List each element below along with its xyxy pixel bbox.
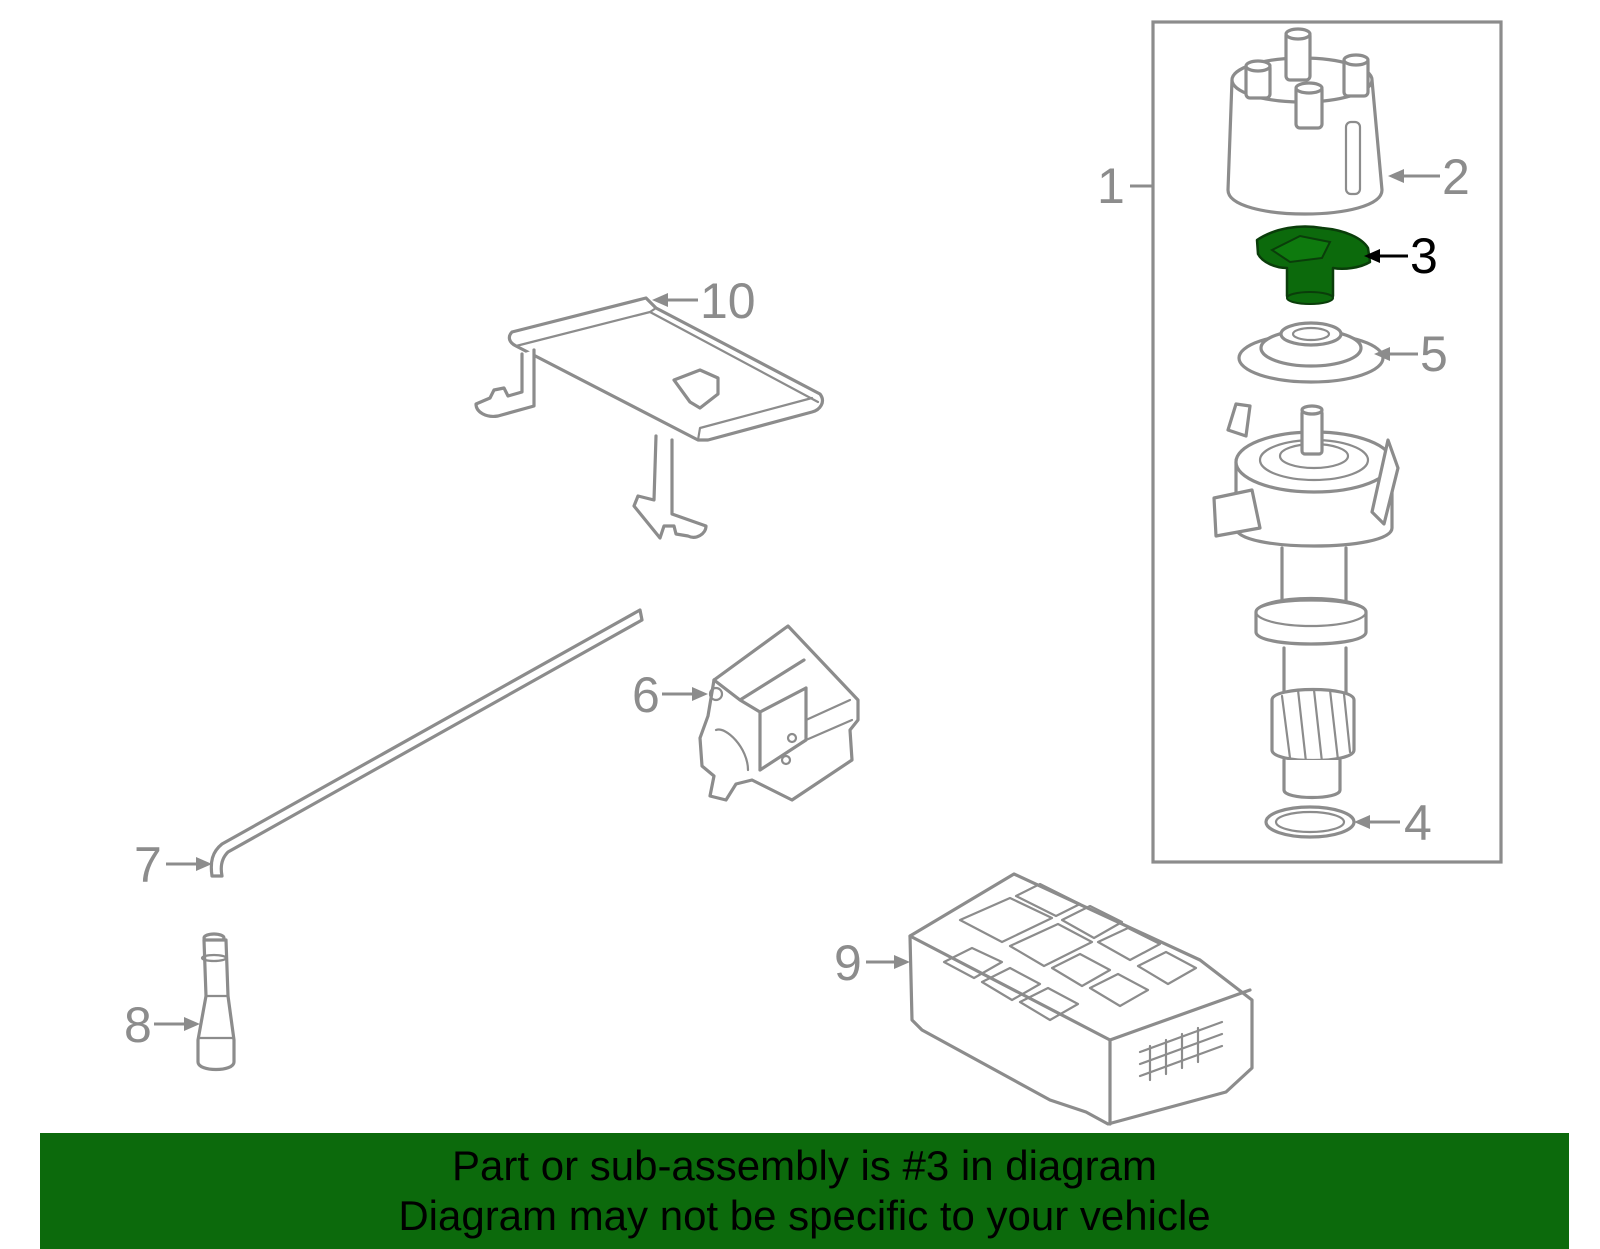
rod-part[interactable] (209, 608, 644, 878)
distributor-body-part[interactable] (1212, 402, 1400, 800)
bracket-part[interactable] (474, 296, 825, 540)
ignition-module-part[interactable] (698, 624, 860, 802)
notice-banner: Part or sub-assembly is #3 in diagram Di… (40, 1133, 1569, 1249)
callout-5: 5 (1420, 326, 1448, 382)
callout-4: 4 (1404, 795, 1432, 851)
callout-1: 1 (1097, 158, 1125, 214)
spark-plug-connector-part[interactable] (196, 932, 236, 1072)
callout-7: 7 (134, 837, 162, 893)
leaders (154, 169, 1440, 1031)
rotor-part[interactable] (1255, 225, 1372, 305)
callout-8: 8 (124, 997, 152, 1053)
callout-6: 6 (632, 667, 660, 723)
callout-9: 9 (834, 935, 862, 991)
assembly-box (1151, 20, 1503, 864)
callout-10: 10 (700, 273, 756, 329)
distributor-cap-part[interactable] (1226, 27, 1384, 216)
callout-2: 2 (1442, 149, 1470, 205)
callout-3: 3 (1410, 228, 1438, 284)
o-ring-part[interactable] (1264, 805, 1356, 839)
banner-line-disclaimer: Diagram may not be specific to your vehi… (398, 1192, 1211, 1239)
banner-line-part-number: Part or sub-assembly is #3 in diagram (452, 1142, 1157, 1189)
dust-shield-part[interactable] (1237, 321, 1385, 384)
control-module-part[interactable] (908, 872, 1254, 1126)
